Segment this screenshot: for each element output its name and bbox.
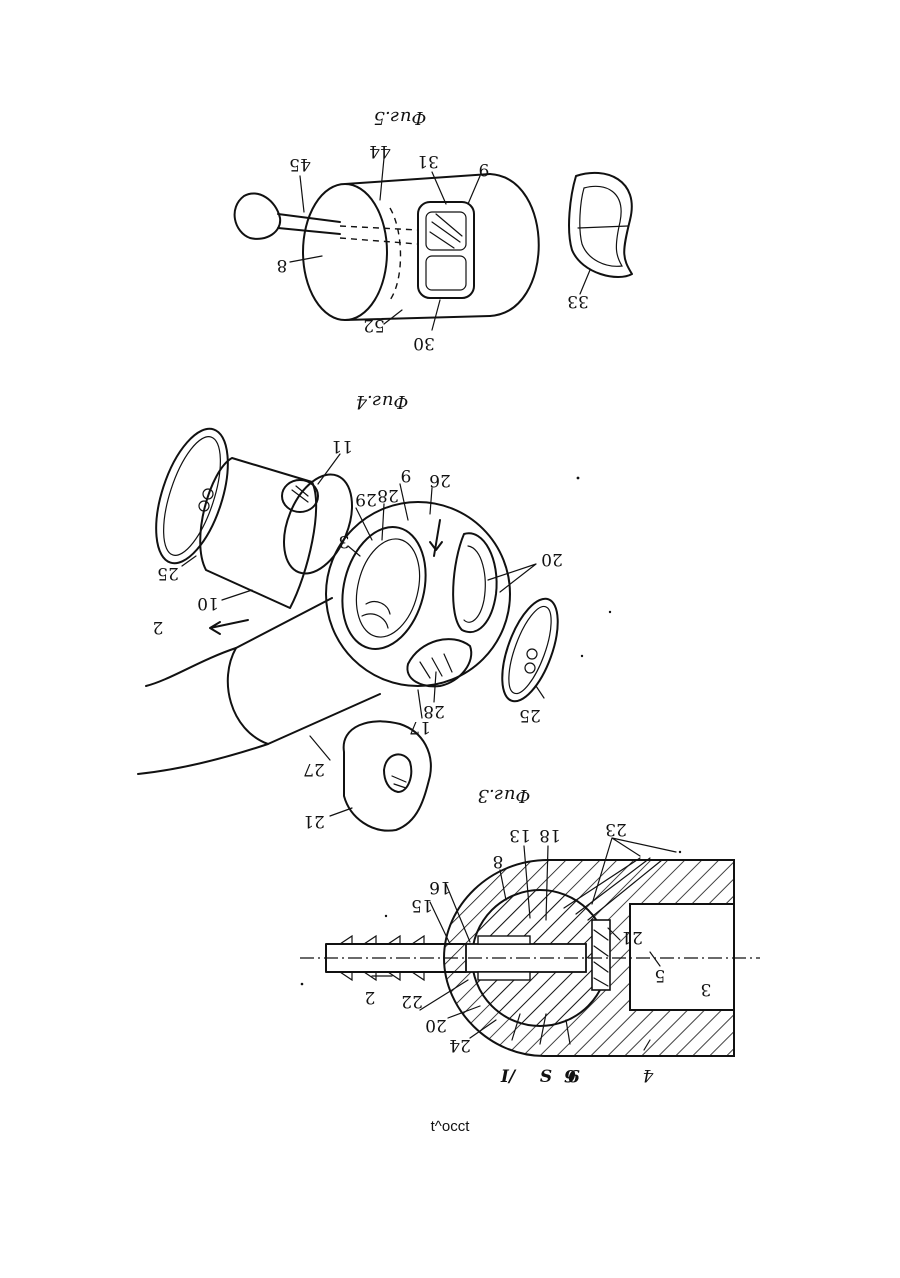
fig4-label: 2 (153, 617, 164, 637)
figure-4: Фиг.4 (138, 391, 569, 831)
fig3-label: 22 (401, 991, 423, 1011)
fig3-label: 5 (655, 965, 666, 985)
fig5-seal (569, 173, 632, 277)
figure-5: Фиг.5 45 44 3 (235, 107, 632, 353)
fig4-ring-left (142, 420, 242, 572)
fig3-label: 3 (701, 979, 712, 999)
fig4-label: 27 (303, 759, 325, 779)
fig5-label: 9 (479, 159, 490, 179)
fig3-label: 16 (429, 877, 451, 897)
fig4-label: 29 (355, 489, 377, 509)
fig3-label: 20 (425, 1015, 447, 1035)
fig5-label: 8 (277, 255, 288, 275)
fig4-ring-right (491, 592, 569, 709)
fig3-label: 15 (411, 895, 433, 915)
fig3-label: 24 (449, 1035, 471, 1055)
fig4-label: 17 (409, 717, 431, 737)
fig3-label: 4 (643, 1065, 655, 1085)
fig4-label: 3 (339, 531, 350, 551)
fig3-label: 13 (509, 825, 531, 845)
fig4-label: 21 (303, 811, 325, 831)
fig5-caption: Фиг.5 (374, 107, 427, 128)
fig4-label: 28 (377, 485, 399, 505)
footer-text: t^occt (0, 1118, 900, 1135)
fig3-label: 18 (539, 825, 561, 845)
figure-3: Фиг.3 (300, 785, 760, 1087)
fig3-label: 9 (568, 1065, 580, 1085)
fig4-label: 26 (429, 470, 451, 490)
fig4-ball (326, 502, 510, 686)
fig3-label: 21 (621, 927, 643, 947)
fig4-label: 25 (519, 705, 541, 725)
fig4-label: 9 (401, 465, 412, 485)
fig4-caption: Фиг.4 (356, 391, 409, 412)
fig5-label: 45 (289, 154, 311, 174)
fig5-cylinder (235, 174, 539, 320)
fig3-label: 2 (365, 987, 376, 1007)
fig3-label: 8 (493, 851, 504, 871)
fig3-label: S (540, 1067, 552, 1087)
fig3-label: 23 (605, 819, 627, 839)
fig3-caption: Фиг.3 (478, 785, 531, 806)
fig4-label: 25 (157, 563, 179, 583)
fig4-label: 10 (197, 593, 219, 613)
fig4-label: 20 (541, 549, 563, 569)
fig5-label: 52 (363, 315, 385, 335)
fig5-label: 30 (413, 333, 435, 353)
fig3-label: I/ (500, 1067, 517, 1087)
fig5-label: 31 (417, 151, 439, 171)
fig4-label: 11 (331, 436, 353, 456)
fig5-label: 33 (567, 291, 589, 311)
fig5-label: 44 (369, 141, 391, 161)
